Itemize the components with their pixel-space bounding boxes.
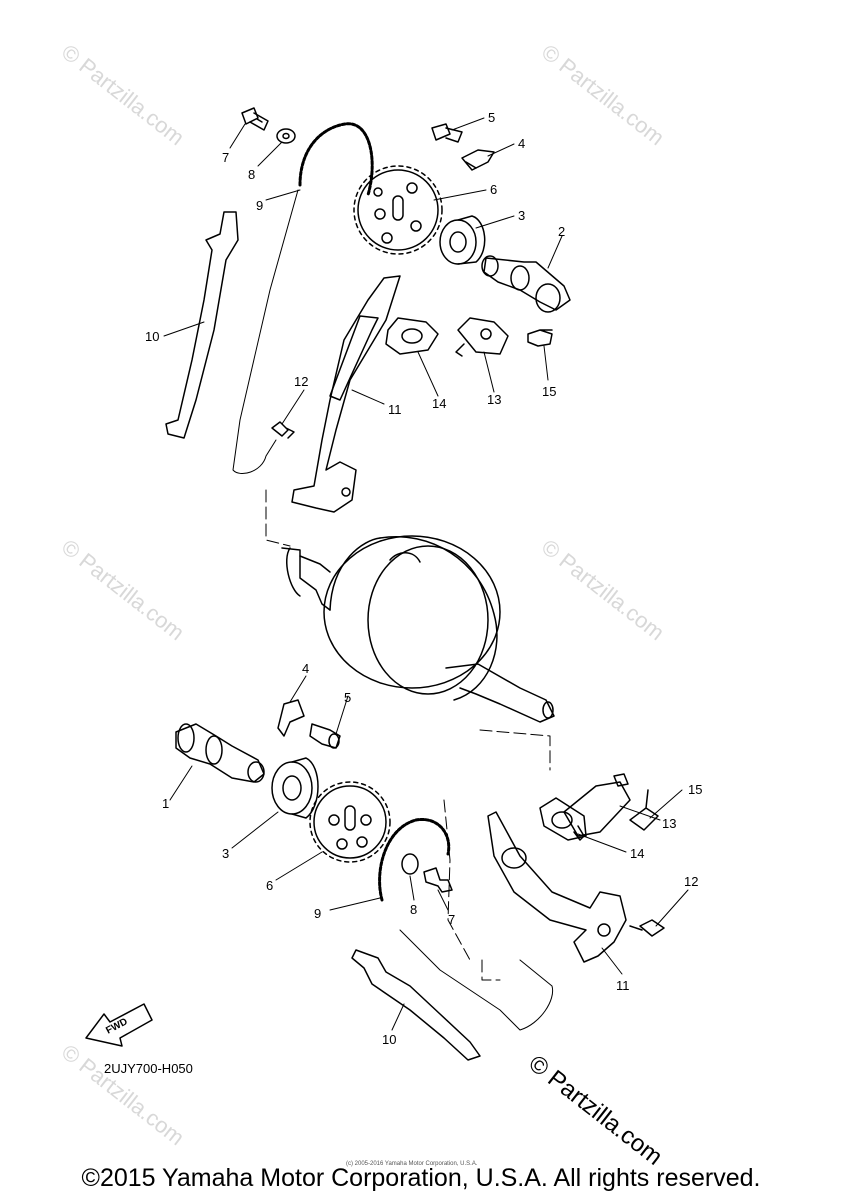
- reference-code: 2UJY700-H050: [104, 1061, 193, 1076]
- bearing-part: [271, 757, 319, 819]
- callout-label: 5: [488, 110, 495, 125]
- cam-sprocket-part: [309, 781, 391, 863]
- callout-label: 15: [542, 384, 556, 399]
- callout-label: 5: [344, 690, 351, 705]
- bolt-part: [423, 867, 453, 893]
- washer-part: [276, 128, 296, 144]
- callout-label: 8: [410, 902, 417, 917]
- watermark: © Partzilla.com: [57, 1039, 189, 1150]
- watermark: © Partzilla.com: [57, 39, 189, 150]
- callout-label: 13: [487, 392, 501, 407]
- callouts-top: 7 8 9 5 4 6 3 2 10 14 13 15 12 11: [145, 110, 565, 417]
- callout-label: 8: [248, 167, 255, 182]
- callout-label: 4: [518, 136, 525, 151]
- tensioner-guide-part: [291, 275, 401, 513]
- bolt-part: [271, 421, 295, 439]
- callouts-bottom: 4 5 1 3 6 15 13 14 12 9 8 7 11 10: [162, 661, 702, 1047]
- callout-label: 6: [266, 878, 273, 893]
- callout-label: 9: [314, 906, 321, 921]
- camshaft-part: [481, 255, 571, 313]
- bearing-part: [439, 215, 486, 265]
- watermark: © Partzilla.com: [537, 39, 669, 150]
- fine-print: (c) 2005-2016 Yamaha Motor Corporation, …: [346, 1161, 478, 1167]
- callout-label: 2: [558, 224, 565, 239]
- callout-label: 3: [518, 208, 525, 223]
- copyright-text: ©2015 Yamaha Motor Corporation, U.S.A. A…: [81, 1164, 761, 1192]
- chain-guide-part: [165, 211, 239, 439]
- timing-chain-part: [298, 122, 374, 197]
- watermark: © Partzilla.com: [537, 534, 669, 645]
- camshaft-part: [175, 723, 265, 783]
- callout-label: 11: [388, 402, 402, 417]
- tensioner-part: [455, 317, 509, 357]
- watermark-group: © Partzilla.com © Partzilla.com © Partzi…: [57, 39, 669, 1150]
- crankshaft-part: [281, 535, 555, 723]
- callout-label: 7: [222, 150, 229, 165]
- callout-label: 10: [145, 329, 159, 344]
- chain-loop: [232, 189, 299, 474]
- chain-guide-part: [351, 949, 481, 1061]
- gasket-part: [385, 317, 439, 355]
- callout-label: 10: [382, 1032, 396, 1047]
- bolt-part: [431, 123, 463, 143]
- callout-label: 9: [256, 198, 263, 213]
- tensioner-part: [563, 773, 631, 841]
- bolt-part: [629, 789, 659, 831]
- callout-label: 3: [222, 846, 229, 861]
- callout-label: 11: [616, 978, 630, 993]
- tensioner-guide-part: [487, 811, 627, 963]
- callout-label: 1: [162, 796, 169, 811]
- lock-washer-part: [461, 149, 495, 171]
- callout-label: 6: [490, 182, 497, 197]
- bolt-part: [629, 919, 665, 937]
- watermark: © Partzilla.com: [57, 534, 189, 645]
- washer-part: [401, 853, 419, 875]
- callout-label: 4: [302, 661, 309, 676]
- callout-label: 14: [630, 846, 644, 861]
- bolt-part: [527, 329, 553, 347]
- gasket-part: [539, 797, 587, 841]
- callout-label: 7: [448, 912, 455, 927]
- callout-label: 12: [294, 374, 308, 389]
- callout-label: 14: [432, 396, 446, 411]
- lock-washer-part: [277, 699, 305, 737]
- timing-chain-part: [378, 818, 451, 902]
- bolt-part: [309, 723, 341, 749]
- callout-label: 12: [684, 874, 698, 889]
- bolt-part: [241, 107, 269, 131]
- cam-sprocket-part: [353, 165, 443, 255]
- fwd-arrow-icon: [85, 1003, 153, 1047]
- callout-label: 15: [688, 782, 702, 797]
- callout-label: 13: [662, 816, 676, 831]
